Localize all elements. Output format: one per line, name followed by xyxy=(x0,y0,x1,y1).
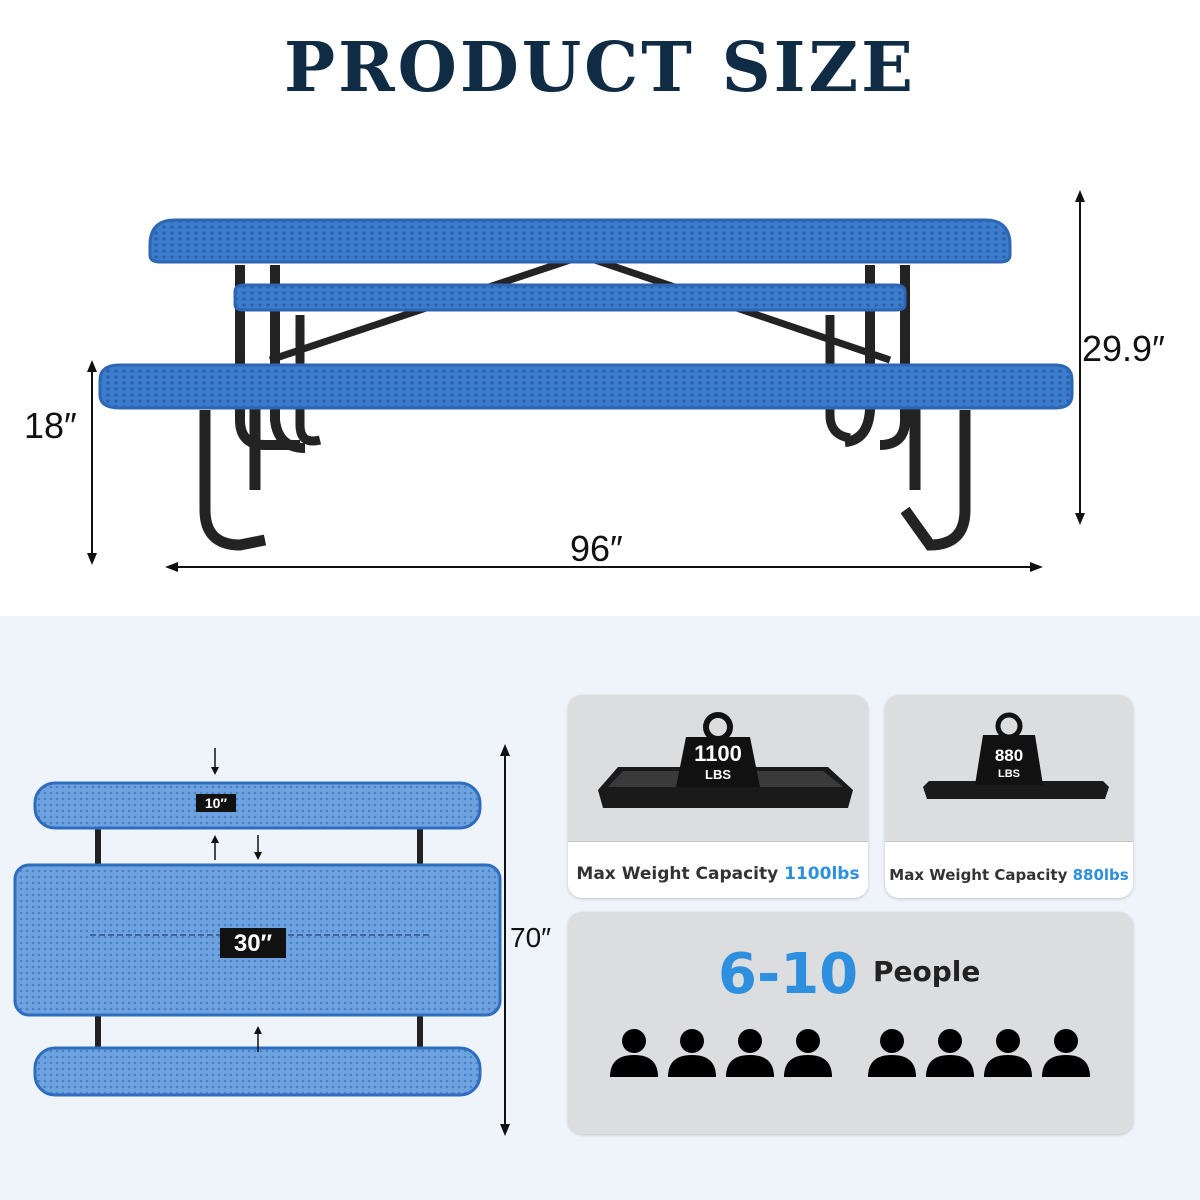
page-title: PRODUCT SIZE xyxy=(284,28,916,108)
top-view-illustration: 10″ 30″ xyxy=(13,744,510,1136)
table-weight-value: 1100 xyxy=(694,741,742,766)
bench-weight-unit: LBS xyxy=(998,768,1020,780)
bench-weight-value: 880 xyxy=(995,746,1023,765)
table-capacity-card: 1100 LBS Max Weight Capacity 1100lbs xyxy=(568,695,868,898)
table-capacity-value: 1100lbs xyxy=(784,864,860,884)
bench-capacity-text: Max Weight Capacity 880lbs xyxy=(885,866,1133,884)
seating-word: People xyxy=(873,955,981,988)
table-weight-unit: LBS xyxy=(705,767,731,782)
picnic-table-illustration xyxy=(87,190,1085,572)
table-height-label: 29.9″ xyxy=(1082,328,1165,369)
table-width-label: 30″ xyxy=(234,930,273,957)
person-icon xyxy=(924,1025,976,1077)
person-icon xyxy=(782,1025,834,1077)
person-icon xyxy=(866,1025,918,1077)
overall-width-label: 70″ xyxy=(510,922,552,953)
table-top-view: 10″ 30″ xyxy=(0,730,580,1150)
table-side-view xyxy=(0,170,1200,600)
bench-weight-illustration: 880 LBS xyxy=(923,712,1109,799)
bench-capacity-card: 880 LBS Max Weight Capacity 880lbs xyxy=(885,695,1133,898)
length-label: 96″ xyxy=(570,528,623,569)
table-capacity-text: Max Weight Capacity 1100lbs xyxy=(568,864,868,884)
person-icon xyxy=(608,1025,660,1077)
table-capacity-caption: Max Weight Capacity xyxy=(576,864,785,884)
bench-height-label: 18″ xyxy=(24,405,77,446)
person-icon xyxy=(982,1025,1034,1077)
person-icon xyxy=(666,1025,718,1077)
bench-width-label: 10″ xyxy=(205,795,228,811)
bench-capacity-value: 880lbs xyxy=(1072,866,1129,884)
bench-capacity-caption: Max Weight Capacity xyxy=(889,866,1073,884)
seating-card xyxy=(568,912,1133,1134)
seating-range: 6-10 xyxy=(718,942,859,1007)
person-icon xyxy=(1040,1025,1092,1077)
table-weight-illustration: 1100 LBS xyxy=(598,712,853,808)
person-icon xyxy=(724,1025,776,1077)
